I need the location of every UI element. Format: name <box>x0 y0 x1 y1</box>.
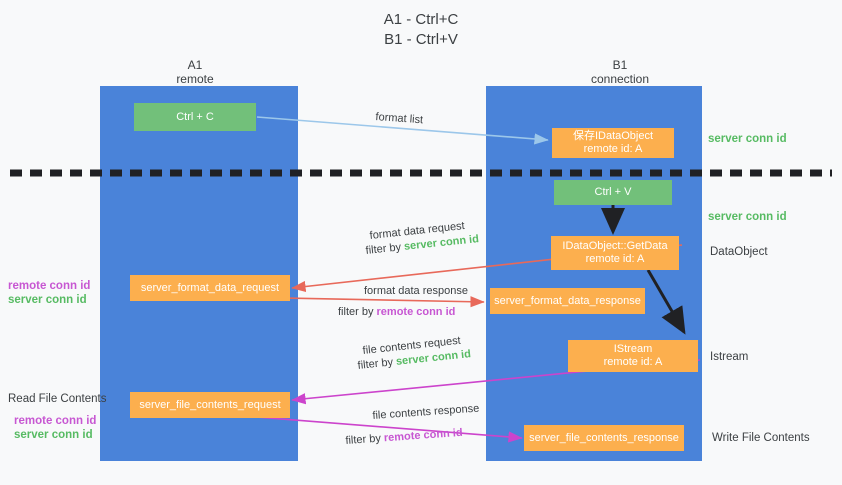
box-ctrl-c-label: Ctrl + C <box>176 110 214 123</box>
label-remote-conn-id-2: remote conn id <box>14 415 97 427</box>
edge-label-format-data-response: format data response <box>364 285 468 297</box>
label-server-conn-id-mid: server conn id <box>708 211 787 223</box>
box-idataobject-getdata[interactable]: IDataObject::GetData remote id: A <box>551 236 679 270</box>
edge-label-file-contents-response-filter: filter by remote conn id <box>345 426 463 448</box>
box-server-format-data-request-label: server_format_data_request <box>140 281 280 294</box>
box-server-format-data-request[interactable]: server_format_data_request <box>130 275 290 301</box>
box-server-file-contents-response[interactable]: server_file_contents_response <box>524 425 684 451</box>
filter-value-4: remote conn id <box>383 426 463 445</box>
box-ctrl-v-label: Ctrl + V <box>594 186 632 198</box>
box-server-file-contents-request[interactable]: server_file_contents_request <box>130 392 290 418</box>
column-a1-sub: remote <box>176 72 214 86</box>
title-line-2: B1 - Ctrl+V <box>384 31 458 48</box>
column-b1-name: B1 <box>612 58 628 72</box>
box-idataobject-getdata-line1: IDataObject::GetData <box>562 240 668 252</box>
box-istream-line2: remote id: A <box>603 356 663 368</box>
filter-prefix-4: filter by <box>345 432 385 447</box>
box-server-format-data-response[interactable]: server_format_data_response <box>490 288 645 314</box>
filter-prefix-3: filter by <box>357 355 397 372</box>
column-a1-name: A1 <box>187 58 203 72</box>
box-ctrl-c[interactable]: Ctrl + C <box>134 103 256 131</box>
edge-label-format-list: format list <box>375 110 424 127</box>
label-read-file-contents: Read File Contents <box>8 393 107 405</box>
edge-label-format-data-response-filter: filter by remote conn id <box>338 305 455 319</box>
edge-label-file-contents-response: file contents response <box>372 402 480 422</box>
label-write-file-contents: Write File Contents <box>712 432 810 444</box>
filter-prefix-1: filter by <box>365 240 405 257</box>
page-title: A1 - Ctrl+C B1 - Ctrl+V <box>0 10 842 50</box>
label-remote-conn-id-1: remote conn id <box>8 280 91 292</box>
label-server-conn-id-top: server conn id <box>708 133 787 145</box>
title-line-1: A1 - Ctrl+C <box>383 11 459 28</box>
column-header-a1: A1 remote <box>120 58 270 86</box>
box-istream[interactable]: IStream remote id: A <box>568 340 698 372</box>
box-ctrl-v[interactable]: Ctrl + V <box>554 180 672 205</box>
box-server-file-contents-response-label: server_file_contents_response <box>529 431 679 444</box>
box-save-dataobject[interactable]: 保存IDataObject remote id: A <box>552 128 674 158</box>
column-b1-sub: connection <box>590 72 650 86</box>
filter-prefix-2: filter by <box>338 306 377 318</box>
label-server-conn-id-1: server conn id <box>8 294 87 306</box>
box-idataobject-getdata-line2: remote id: A <box>585 253 645 265</box>
box-save-dataobject-line1: 保存IDataObject <box>572 130 654 142</box>
box-server-format-data-response-label: server_format_data_response <box>494 294 641 307</box>
box-istream-line1: IStream <box>613 343 653 355</box>
box-save-dataobject-line2: remote id: A <box>583 143 643 155</box>
column-header-b1: B1 connection <box>545 58 695 86</box>
label-dataobject: DataObject <box>710 246 768 258</box>
label-server-conn-id-2: server conn id <box>14 429 93 441</box>
label-istream: Istream <box>710 351 749 363</box>
box-server-file-contents-request-label: server_file_contents_request <box>139 398 281 411</box>
filter-value-2: remote conn id <box>376 306 456 318</box>
